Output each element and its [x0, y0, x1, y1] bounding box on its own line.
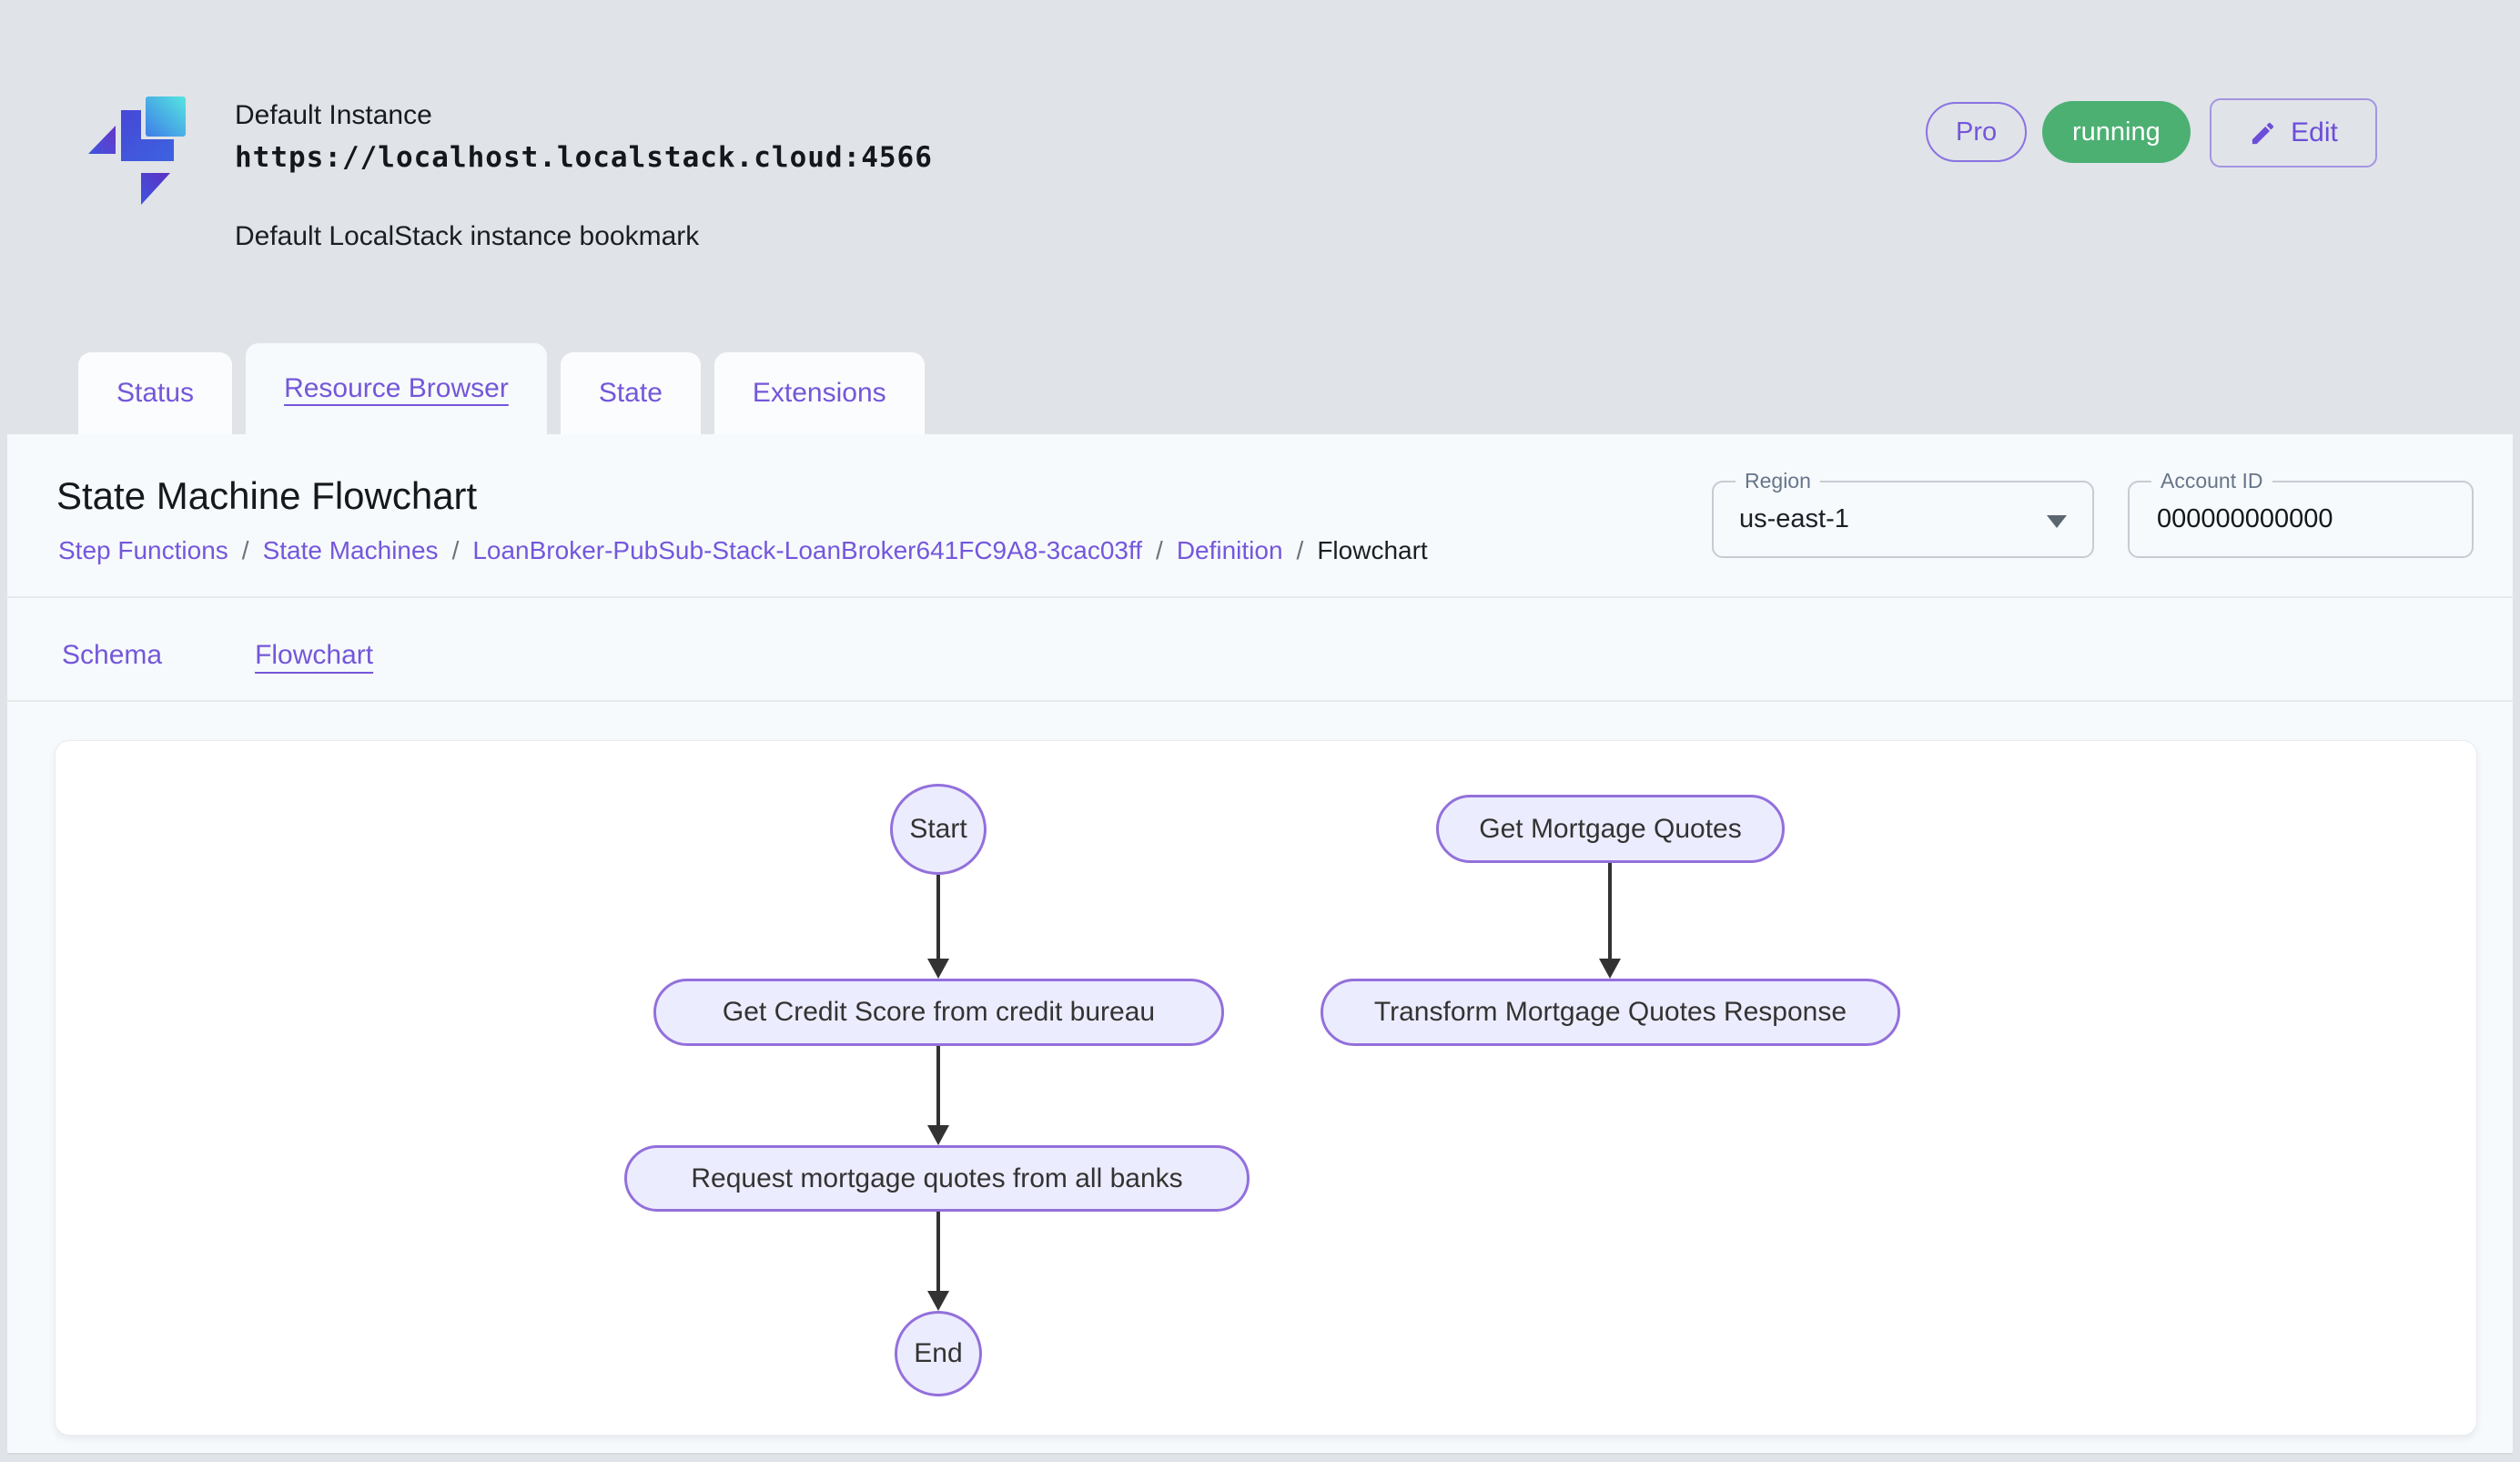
arrowhead-icon: [927, 959, 949, 979]
page-title: State Machine Flowchart: [56, 474, 478, 517]
tab-resource-browser[interactable]: Resource Browser: [246, 343, 547, 434]
breadcrumb-separator: /: [241, 536, 249, 564]
breadcrumb-separator: /: [1296, 536, 1304, 564]
breadcrumb-flowchart: Flowchart: [1317, 536, 1428, 564]
flowchart-node-end: End: [895, 1311, 982, 1396]
flowchart-node-start: Start: [890, 784, 987, 875]
breadcrumb-state-machine-name[interactable]: LoanBroker-PubSub-Stack-LoanBroker641FC9…: [472, 536, 1143, 564]
region-select-value: us-east-1: [1739, 504, 1849, 533]
subtab-flowchart[interactable]: Flowchart: [255, 640, 374, 670]
instance-url: https://localhost.localstack.cloud:4566: [235, 141, 933, 174]
tab-extensions[interactable]: Extensions: [713, 352, 925, 434]
flowchart-edge-request-to-end: [936, 1212, 940, 1293]
main-tab-bar: Status Resource Browser State Extensions: [78, 343, 925, 434]
flowchart-node-request-quotes: Request mortgage quotes from all banks: [624, 1145, 1250, 1212]
definition-subtabs: Schema Flowchart: [58, 627, 377, 684]
instance-name: Default Instance: [235, 100, 432, 130]
subtabs-divider: [7, 700, 2513, 702]
arrowhead-icon: [1599, 959, 1621, 979]
account-id-field: Account ID: [2128, 469, 2474, 558]
breadcrumb-state-machines[interactable]: State Machines: [262, 536, 439, 564]
flowchart-card: Start Get Mortgage Quotes Get Credit Sco…: [55, 740, 2477, 1436]
flowchart-edge-start-to-credit: [936, 875, 940, 960]
breadcrumb-definition[interactable]: Definition: [1176, 536, 1283, 564]
header-divider: [7, 596, 2513, 598]
region-select[interactable]: Region us-east-1: [1712, 469, 2094, 558]
resource-browser-panel: State Machine Flowchart Step Functions /…: [7, 434, 2513, 1455]
arrowhead-icon: [927, 1291, 949, 1311]
pro-badge: Pro: [1926, 102, 2028, 162]
localstack-logo-icon: [88, 96, 186, 205]
instance-description: Default LocalStack instance bookmark: [235, 221, 700, 251]
chevron-down-icon: [2047, 515, 2067, 528]
tab-state[interactable]: State: [560, 352, 701, 434]
breadcrumb-separator: /: [451, 536, 460, 564]
arrowhead-icon: [927, 1125, 949, 1145]
flowchart-node-transform-response: Transform Mortgage Quotes Response: [1321, 979, 1900, 1046]
breadcrumb-separator: /: [1156, 536, 1163, 564]
flowchart-node-get-credit-score: Get Credit Score from credit bureau: [653, 979, 1224, 1046]
running-status-badge: running: [2042, 101, 2191, 163]
breadcrumb: Step Functions / State Machines / LoanBr…: [58, 536, 1428, 565]
edit-button-label: Edit: [2291, 117, 2338, 147]
pencil-icon: [2252, 122, 2274, 144]
flowchart-edge-quotes-to-transform: [1608, 863, 1612, 960]
flowchart-edge-credit-to-request: [936, 1046, 940, 1127]
breadcrumb-step-functions[interactable]: Step Functions: [58, 536, 228, 564]
account-id-input[interactable]: [2155, 482, 2446, 556]
tab-status[interactable]: Status: [78, 352, 233, 434]
region-select-label: Region: [1736, 469, 1820, 493]
flowchart-node-get-mortgage-quotes: Get Mortgage Quotes: [1436, 795, 1785, 863]
edit-button[interactable]: Edit: [2210, 98, 2377, 168]
subtab-schema[interactable]: Schema: [62, 640, 163, 670]
